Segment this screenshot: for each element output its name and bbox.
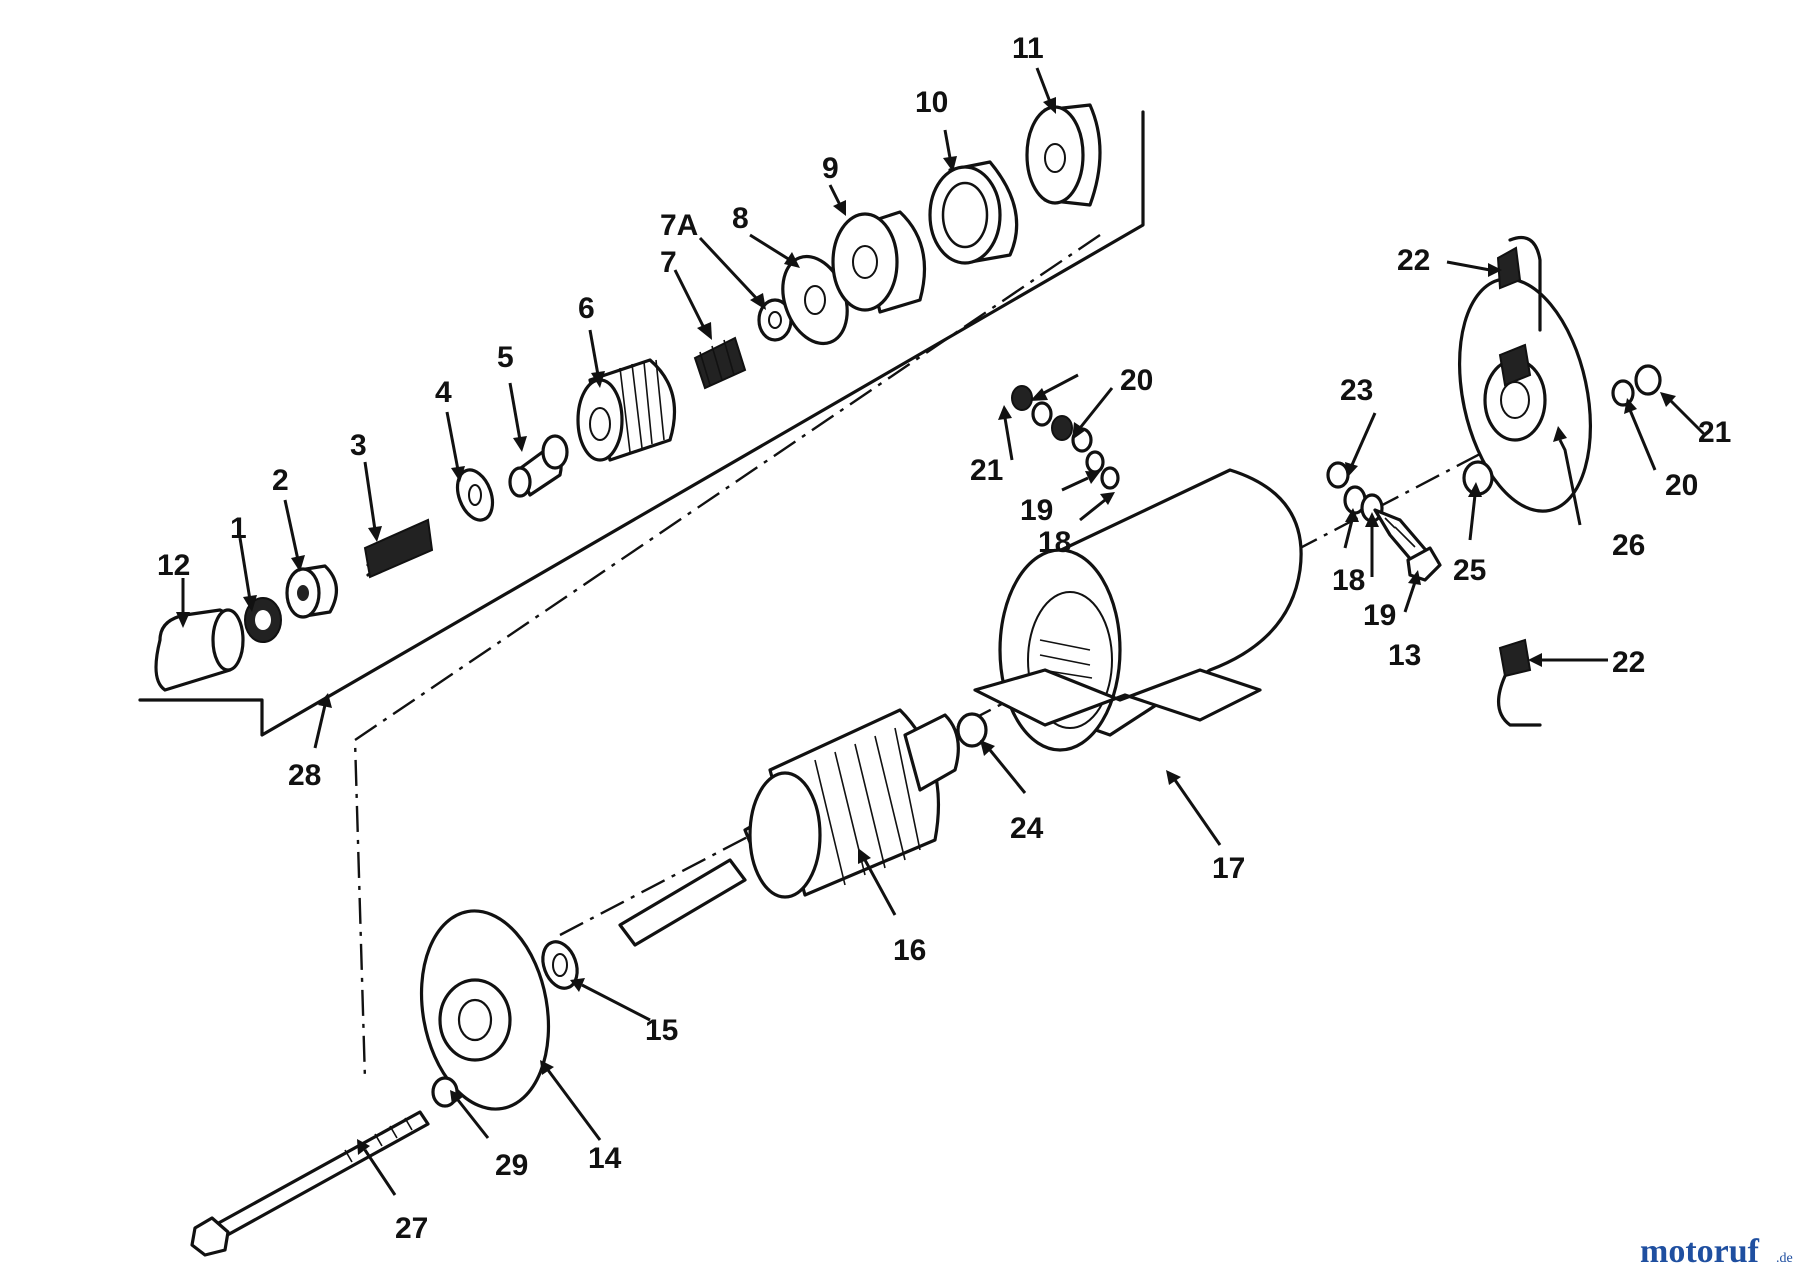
part-15-washer: [541, 940, 579, 990]
callout-10: 10: [915, 86, 948, 119]
callout-3: 3: [350, 429, 367, 462]
part-17-housing: [973, 468, 1303, 752]
callout-6: 6: [578, 292, 595, 325]
part-6-pinion: [576, 358, 677, 462]
part-11-retainer: [1025, 103, 1102, 207]
callout-7a: 7A: [660, 209, 698, 242]
part-20-21-small-parts-right: [1611, 364, 1662, 407]
callout-20b: 20: [1665, 469, 1698, 502]
callout-7: 7: [660, 246, 677, 279]
callout-13: 13: [1388, 639, 1421, 672]
callout-18a: 18: [1038, 526, 1071, 559]
part-27-through-bolt: [190, 1110, 430, 1257]
callout-22b: 22: [1612, 646, 1645, 679]
callout-2: 2: [272, 464, 289, 497]
part-26-end-cap: [1457, 277, 1593, 513]
callout-20a: 20: [1120, 364, 1153, 397]
callout-26: 26: [1612, 529, 1645, 562]
part-24-bearing: [956, 712, 988, 748]
part-14-end-plate: [419, 909, 551, 1111]
callout-arrows: [176, 67, 1707, 1196]
part-7-spring: [693, 336, 747, 390]
callout-29: 29: [495, 1149, 528, 1182]
part-1-nut: [244, 597, 282, 643]
part-22-brush-top: [1496, 235, 1542, 332]
part-23-washer: [1326, 461, 1350, 489]
part-2-collar: [285, 564, 338, 619]
callout-labels: 12 1 2 3 4 5 6 7 7A 8 9 10 11 28 20 21 1…: [157, 32, 1731, 1245]
watermark-logo: motoruf .de: [1640, 1233, 1793, 1270]
callout-8: 8: [732, 202, 749, 235]
callout-24: 24: [1010, 812, 1044, 845]
callout-27: 27: [395, 1212, 428, 1245]
callout-11: 11: [1012, 32, 1044, 65]
callout-4: 4: [435, 376, 452, 409]
callout-25: 25: [1453, 554, 1486, 587]
axis-line-drive: [353, 234, 1101, 1081]
part-4-washer: [455, 468, 495, 522]
part-5-bushing: [508, 434, 569, 498]
callout-1: 1: [230, 512, 247, 545]
callout-18b: 18: [1332, 564, 1365, 597]
callout-9: 9: [822, 152, 839, 185]
part-22-brush-bottom: [1497, 638, 1542, 727]
bracket-28: [138, 110, 1145, 737]
part-8-washer: [781, 254, 849, 346]
callout-16: 16: [893, 934, 926, 967]
part-3-spring: [363, 518, 434, 579]
callout-28: 28: [288, 759, 321, 792]
watermark-tld: .de: [1776, 1251, 1793, 1266]
callout-5: 5: [497, 341, 514, 374]
callout-21b: 21: [1698, 416, 1731, 449]
part-13-bolt: [1373, 508, 1442, 582]
part-9-cup: [831, 210, 927, 314]
part-12-cap: [154, 608, 245, 692]
callout-19a: 19: [1020, 494, 1053, 527]
part-16-armature: [618, 708, 960, 947]
part-29-washer: [431, 1076, 459, 1108]
callout-21a: 21: [970, 454, 1003, 487]
callout-22a: 22: [1397, 244, 1430, 277]
callout-17: 17: [1212, 852, 1245, 885]
watermark-brand: motoruf: [1640, 1233, 1760, 1270]
callout-12: 12: [157, 549, 190, 582]
part-10-ring: [928, 160, 1019, 265]
callout-15: 15: [645, 1014, 678, 1047]
callout-19b: 19: [1363, 599, 1396, 632]
callout-14: 14: [588, 1142, 622, 1175]
callout-23: 23: [1340, 374, 1373, 407]
